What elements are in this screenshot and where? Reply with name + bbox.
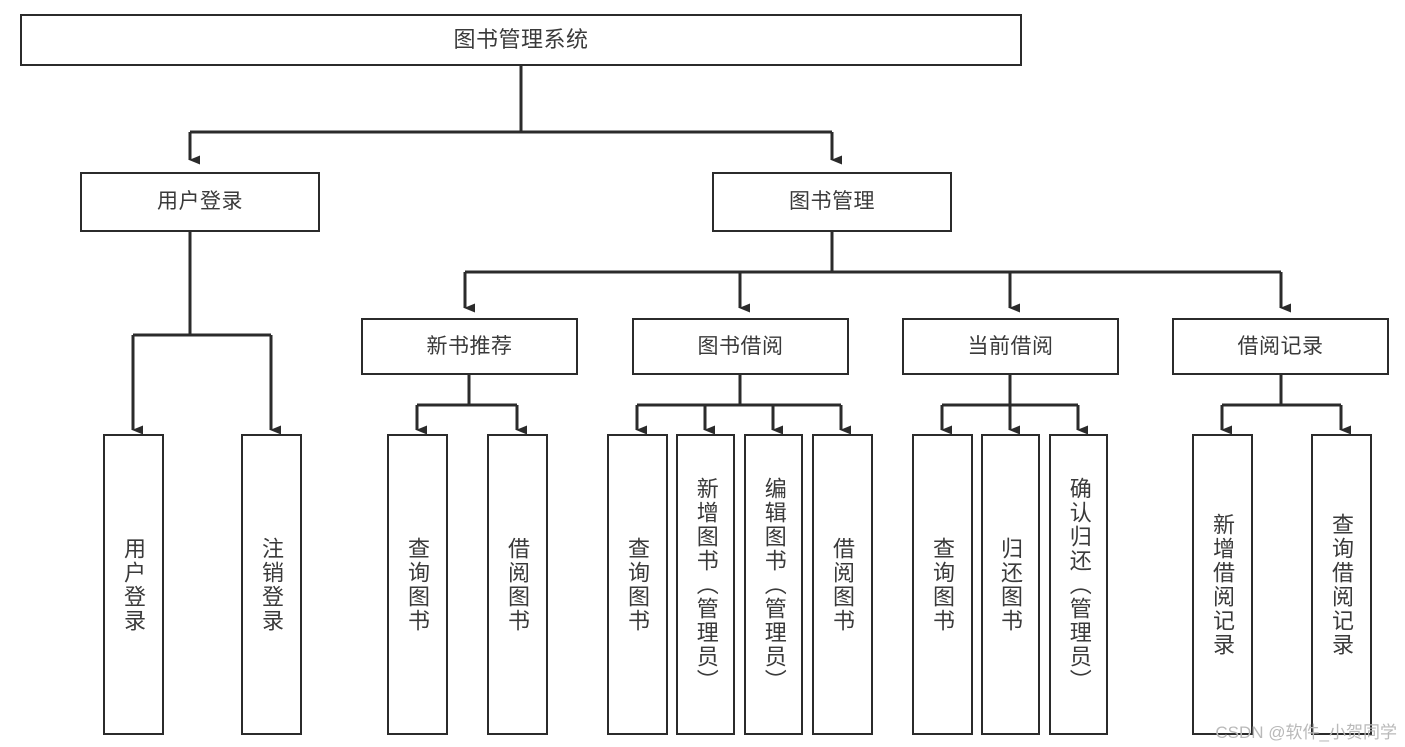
node-borrow-record[interactable]: 借阅记录 <box>1172 318 1389 375</box>
node-label: 查询图书 <box>405 536 431 633</box>
node-label: 当前借阅 <box>967 334 1054 358</box>
leaf-return-book[interactable]: 归还图书 <box>981 434 1040 735</box>
node-label: 用户登录 <box>157 190 243 214</box>
node-book-borrow[interactable]: 图书借阅 <box>632 318 849 375</box>
node-label: 图书管理 <box>789 190 875 214</box>
node-book-management[interactable]: 图书管理 <box>712 172 952 232</box>
node-new-book-recommend[interactable]: 新书推荐 <box>361 318 578 375</box>
node-label: 新书推荐 <box>426 334 513 358</box>
node-label: 注销登录 <box>259 536 285 633</box>
node-label: 借阅图书 <box>505 536 531 633</box>
node-label: 图书借阅 <box>697 334 784 358</box>
node-label: 用户登录 <box>121 536 147 633</box>
node-label: 新增借阅记录 <box>1210 512 1236 657</box>
node-label: 查询图书 <box>930 536 956 633</box>
leaf-query-book-recommend[interactable]: 查询图书 <box>387 434 448 735</box>
leaf-query-borrow-record[interactable]: 查询借阅记录 <box>1311 434 1372 735</box>
node-root-book-management-system[interactable]: 图书管理系统 <box>20 14 1022 66</box>
node-user-login[interactable]: 用户登录 <box>80 172 320 232</box>
leaf-logout-login[interactable]: 注销登录 <box>241 434 302 735</box>
leaf-user-login[interactable]: 用户登录 <box>103 434 164 735</box>
node-label: 借阅图书 <box>830 536 856 633</box>
leaf-borrow-book-borrow[interactable]: 借阅图书 <box>812 434 873 735</box>
node-label: 新增图书（管理员） <box>693 476 719 693</box>
node-current-borrow[interactable]: 当前借阅 <box>902 318 1119 375</box>
leaf-query-book-borrow[interactable]: 查询图书 <box>607 434 668 735</box>
leaf-add-book-admin[interactable]: 新增图书（管理员） <box>676 434 735 735</box>
node-label: 编辑图书（管理员） <box>761 476 787 693</box>
node-label: 图书管理系统 <box>453 26 589 52</box>
csdn-watermark: CSDN @软件_小贺同学 <box>1215 723 1397 742</box>
node-label: 查询图书 <box>625 536 651 633</box>
leaf-edit-book-admin[interactable]: 编辑图书（管理员） <box>744 434 803 735</box>
node-label: 确认归还（管理员） <box>1066 476 1092 693</box>
leaf-borrow-book-recommend[interactable]: 借阅图书 <box>487 434 548 735</box>
node-label: 归还图书 <box>998 536 1024 633</box>
leaf-query-book-current[interactable]: 查询图书 <box>912 434 973 735</box>
leaf-confirm-return-admin[interactable]: 确认归还（管理员） <box>1049 434 1108 735</box>
leaf-add-borrow-record[interactable]: 新增借阅记录 <box>1192 434 1253 735</box>
node-label: 借阅记录 <box>1237 334 1324 358</box>
node-label: 查询借阅记录 <box>1329 512 1355 657</box>
